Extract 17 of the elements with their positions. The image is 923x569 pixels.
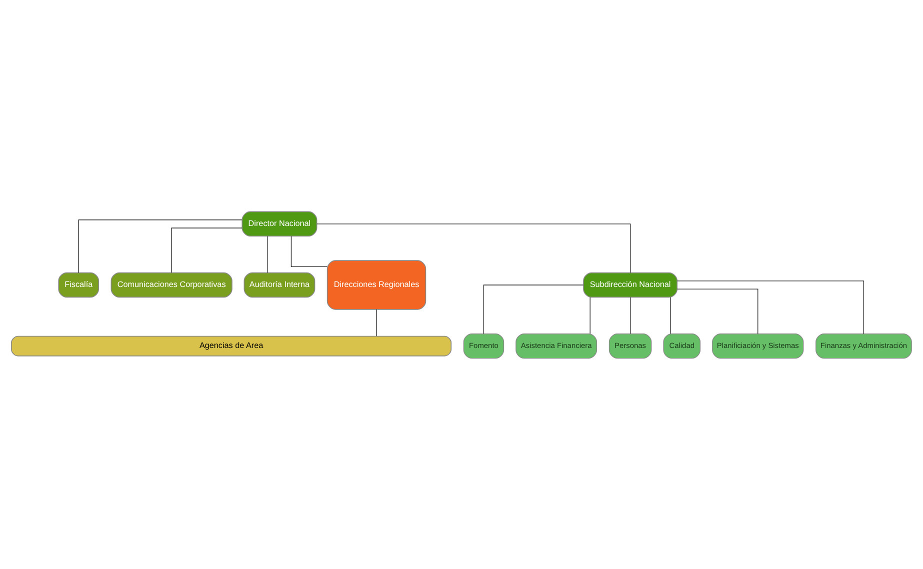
node-box: Finanzas y Administración bbox=[816, 333, 912, 358]
connector bbox=[78, 219, 242, 273]
connector bbox=[676, 288, 758, 334]
connector bbox=[316, 223, 631, 272]
node-box: Planificiación y Sistemas bbox=[712, 333, 804, 358]
connector bbox=[376, 308, 377, 336]
connector bbox=[670, 296, 671, 334]
connector bbox=[267, 235, 268, 272]
node-box: Fomento bbox=[463, 333, 504, 358]
node-box: Personas bbox=[608, 333, 652, 358]
connector bbox=[290, 235, 328, 267]
connector bbox=[630, 296, 631, 334]
node-box: Calidad bbox=[663, 333, 701, 358]
node-box: Asistencia Financiera bbox=[516, 333, 598, 358]
connector bbox=[171, 227, 242, 272]
connector bbox=[676, 280, 864, 334]
connector bbox=[483, 284, 584, 334]
